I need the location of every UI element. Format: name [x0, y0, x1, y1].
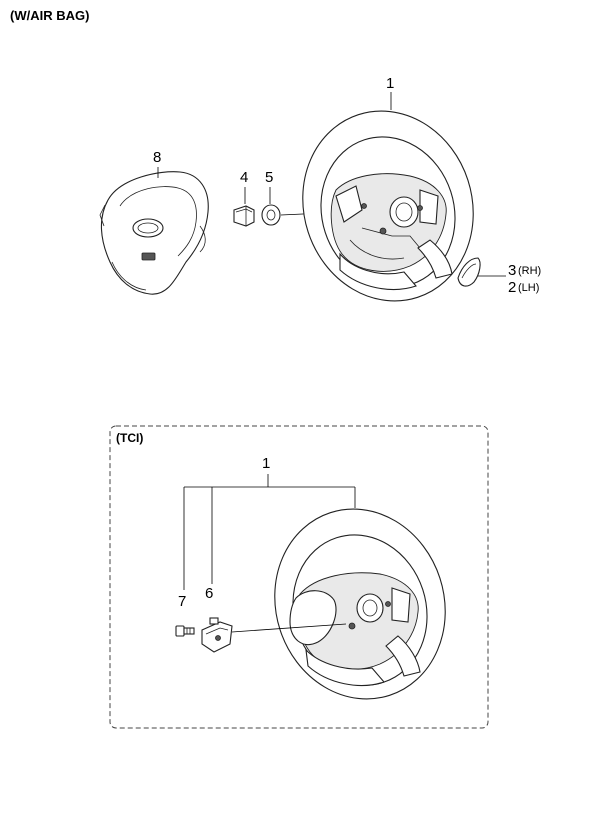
bolt[interactable]: [175, 625, 195, 637]
callout-1-tci: 1: [262, 455, 270, 472]
callout-2: 2: [508, 279, 516, 296]
bracket[interactable]: [201, 617, 233, 653]
nut[interactable]: [233, 205, 255, 227]
callout-8: 8: [153, 149, 161, 166]
steering-wheel-airbag[interactable]: [278, 89, 497, 324]
airbag-module[interactable]: [99, 171, 209, 295]
callout-7: 7: [178, 593, 186, 610]
callout-3: 3: [508, 262, 516, 279]
section-title-tci: (TCI): [116, 431, 144, 445]
tci-section-box: [109, 425, 489, 729]
callout-3-side: (RH): [518, 265, 541, 277]
leader-bracket-to-wheel: [231, 623, 347, 633]
steering-wheel-tci[interactable]: [250, 487, 469, 722]
switch-cover[interactable]: [457, 257, 481, 287]
washer[interactable]: [261, 204, 281, 226]
callout-6: 6: [205, 585, 213, 602]
section-title-airbag: (W/AIR BAG): [10, 8, 90, 23]
callout-5: 5: [265, 169, 273, 186]
callout-4: 4: [240, 169, 248, 186]
callout-1-top: 1: [386, 75, 394, 92]
callout-2-side: (LH): [518, 282, 539, 294]
